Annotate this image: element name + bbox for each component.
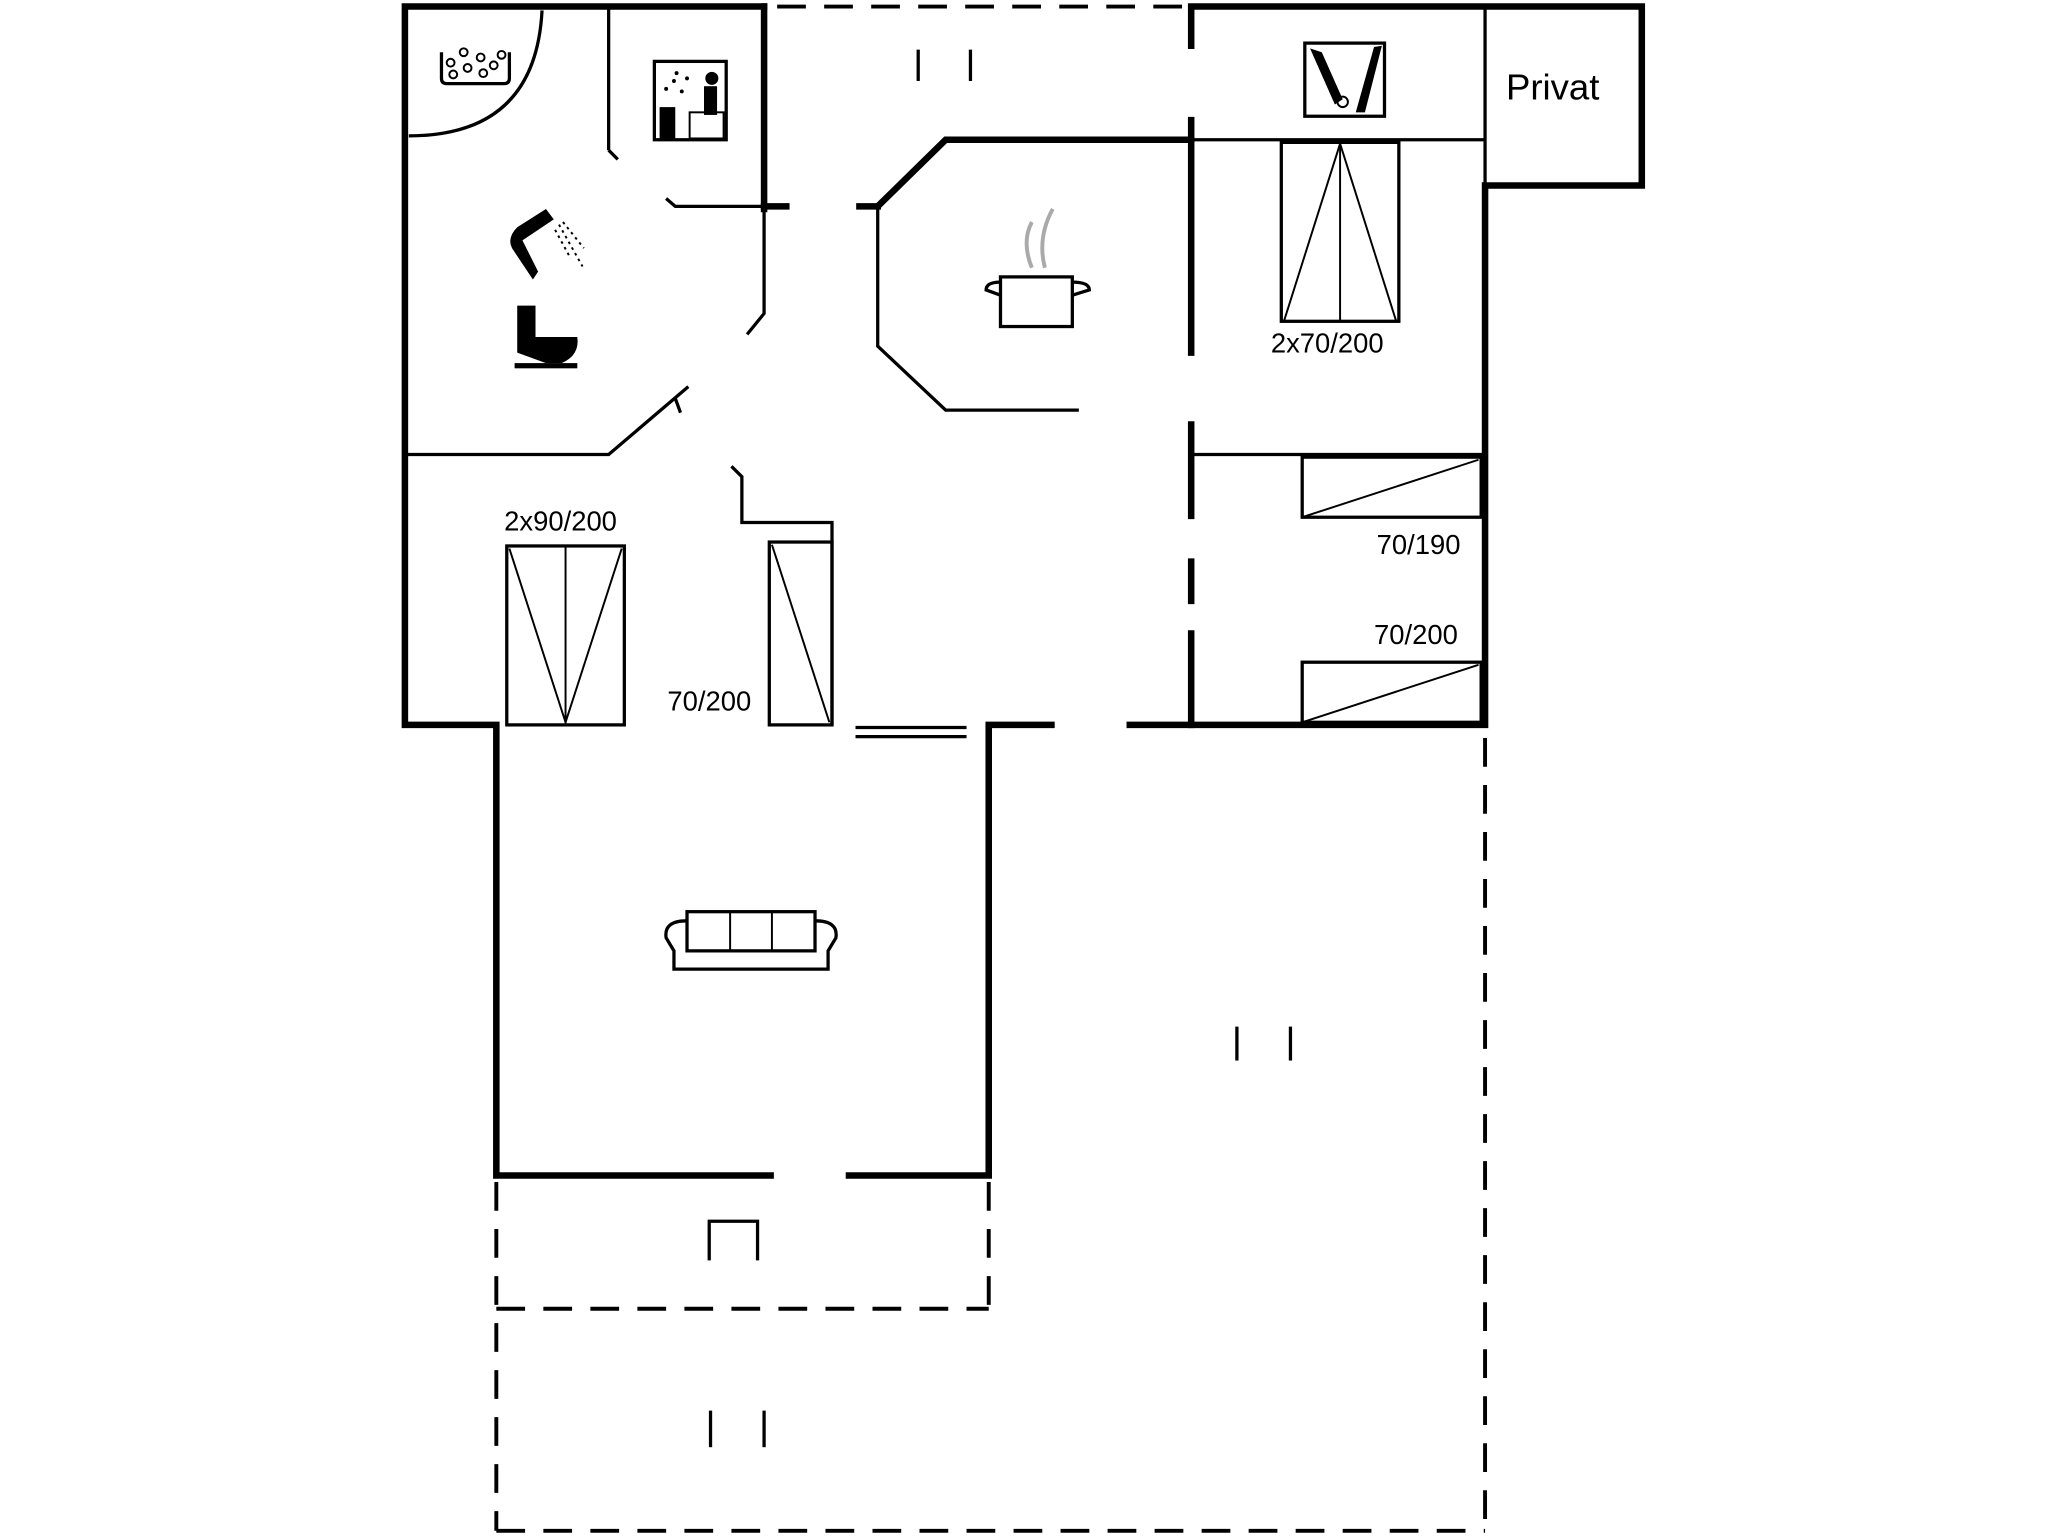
bed-size-label: 2x70/200 xyxy=(1271,328,1384,359)
toilet-icon xyxy=(514,305,578,369)
bed-size-label: 70/200 xyxy=(1374,619,1458,650)
bed-size-label: 2x90/200 xyxy=(504,505,617,536)
shower-icon xyxy=(510,208,585,280)
bed-icon xyxy=(767,540,834,727)
terrace-outline xyxy=(494,4,1488,1533)
room-label-privat: Privat xyxy=(1506,66,1599,107)
cooking-pot-icon xyxy=(984,208,1091,329)
exterior-walls xyxy=(401,3,1646,1179)
bed-icon xyxy=(505,544,626,727)
spa-icon xyxy=(439,47,512,86)
sauna-icon xyxy=(652,59,728,142)
bed-icon xyxy=(1300,455,1483,519)
sofa-icon xyxy=(664,910,838,971)
bed-size-label: 70/200 xyxy=(667,686,751,717)
opening-marks xyxy=(707,49,1293,1448)
bed-icon xyxy=(1300,660,1483,724)
bed-size-label: 70/190 xyxy=(1377,529,1461,560)
bed-icon xyxy=(1279,140,1401,323)
interior-walls xyxy=(404,6,1487,739)
washing-machine-icon xyxy=(1303,41,1387,118)
